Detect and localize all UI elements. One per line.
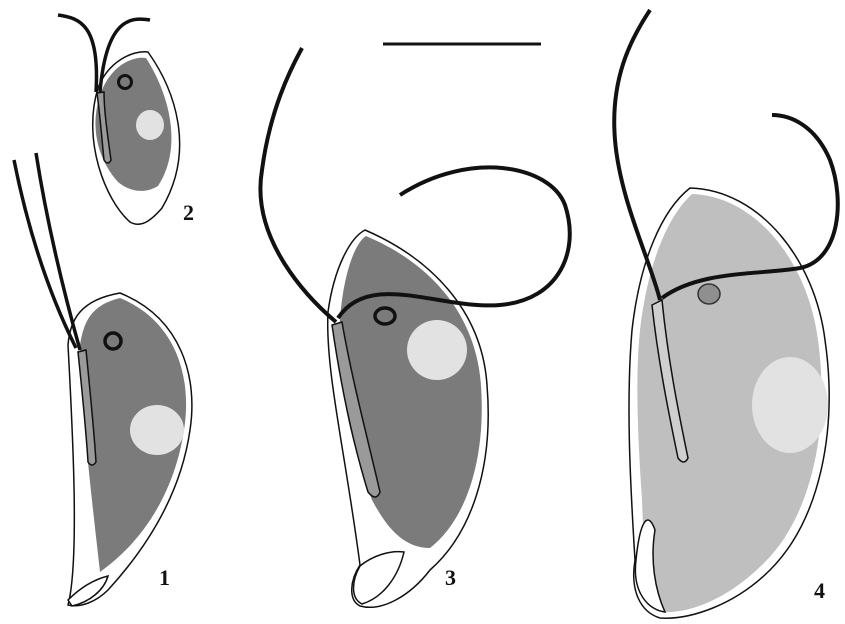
cell-4-nucleus	[752, 357, 828, 453]
figure-label-1: 1	[159, 565, 170, 591]
cell-2-nucleus	[136, 110, 164, 140]
cell-1-flagellum-right	[36, 153, 80, 350]
cell-figure-3	[260, 48, 569, 607]
figure-label-3: 3	[445, 565, 456, 591]
cell-1-flagellum-left	[14, 160, 76, 348]
cell-figure-4	[614, 10, 838, 618]
cell-4-stigma	[698, 284, 720, 304]
cell-figure-2	[58, 15, 180, 224]
cell-figure-1	[14, 153, 192, 606]
cell-3-nucleus	[407, 320, 467, 380]
figure-label-4: 4	[814, 578, 825, 604]
cell-3-flagellum-long	[260, 48, 336, 322]
figure-label-2: 2	[183, 200, 194, 226]
cell-2-flagellum-left	[58, 15, 97, 92]
cell-1-nucleus	[130, 405, 184, 455]
